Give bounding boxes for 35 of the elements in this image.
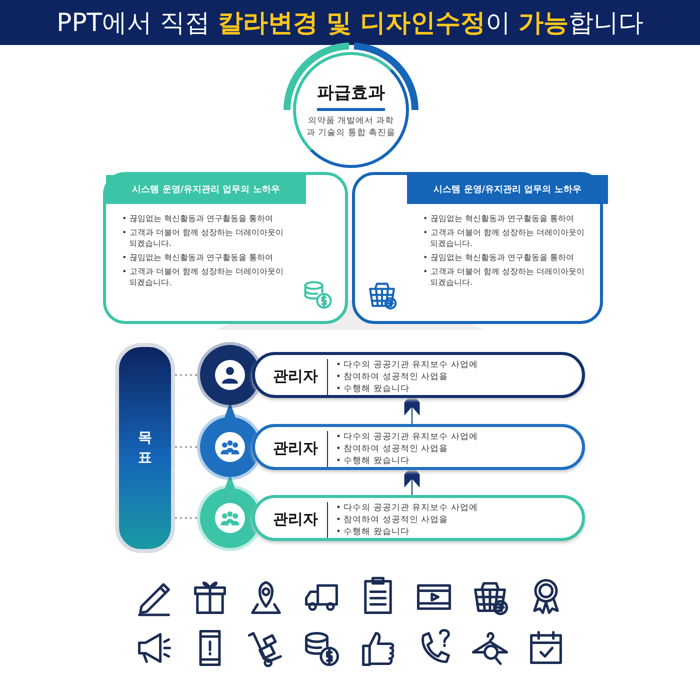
role-label: 관리자 xyxy=(273,510,318,529)
description-text: 의약품 개발에서 과학과 기술의 통합 촉진을 xyxy=(305,115,397,139)
heading-text: 파급효과 xyxy=(317,81,385,111)
dotted-line xyxy=(175,374,200,376)
role-card xyxy=(252,424,585,470)
goal-bar xyxy=(115,343,175,553)
dotted-line xyxy=(175,517,200,519)
bullet-item: • 다수의 공공기관 유지보수 사업에 xyxy=(336,431,479,443)
title-text: PPT에서 직접 칼라변경 및 디자인수정이 가능합니다 xyxy=(0,0,700,45)
bullet-item: • 다수의 공공기관 유지보수 사업에 xyxy=(336,359,479,371)
bullet-item: • 수행해 왔습니다 xyxy=(336,455,410,467)
bullet-item: • 수행해 왔습니다 xyxy=(336,383,410,395)
bullet-item: • 고객과 더불어 함께 성장하는 더레이아웃이 되겠습니다. xyxy=(122,227,284,249)
bullet-item: • 참여하여 성공적인 사업을 xyxy=(336,514,450,526)
bullet-item: • 고객과 더불어 함께 성장하는 더레이아웃이 되겠습니다. xyxy=(122,266,284,288)
bullet-item: • 수행해 왔습니다 xyxy=(336,526,410,538)
bullet-item: • 참여하여 성공적인 사업을 xyxy=(336,371,450,383)
role-card xyxy=(252,495,585,541)
panel-heading: 시스템 운영/유지관리 업무의 노하우 xyxy=(407,175,608,204)
center-circle xyxy=(293,52,409,168)
role-label: 관리자 xyxy=(273,439,318,458)
bullet-item: • 끊임없는 혁신활동과 연구활동을 통하여 xyxy=(122,213,274,224)
bullet-item: • 끊임없는 혁신활동과 연구활동을 통하여 xyxy=(122,252,274,263)
bullet-item: • 끊임없는 혁신활동과 연구활동을 통하여 xyxy=(423,252,575,263)
bullet-item: • 끊임없는 혁신활동과 연구활동을 통하여 xyxy=(423,213,575,224)
bullet-item: • 고객과 더불어 함께 성장하는 더레이아웃이 되겠습니다. xyxy=(423,266,586,288)
panel-heading: 시스템 운영/유지관리 업무의 노하우 xyxy=(106,175,306,204)
role-label: 관리자 xyxy=(273,367,318,386)
goal-label: 목표 xyxy=(137,429,153,468)
info-panel xyxy=(103,172,348,324)
dotted-line xyxy=(175,446,200,448)
bullet-item: • 참여하여 성공적인 사업을 xyxy=(336,443,450,455)
bullet-item: • 다수의 공공기관 유지보수 사업에 xyxy=(336,502,479,514)
role-card xyxy=(252,352,585,398)
bullet-item: • 고객과 더불어 함께 성장하는 더레이아웃이 되겠습니다. xyxy=(423,227,586,249)
